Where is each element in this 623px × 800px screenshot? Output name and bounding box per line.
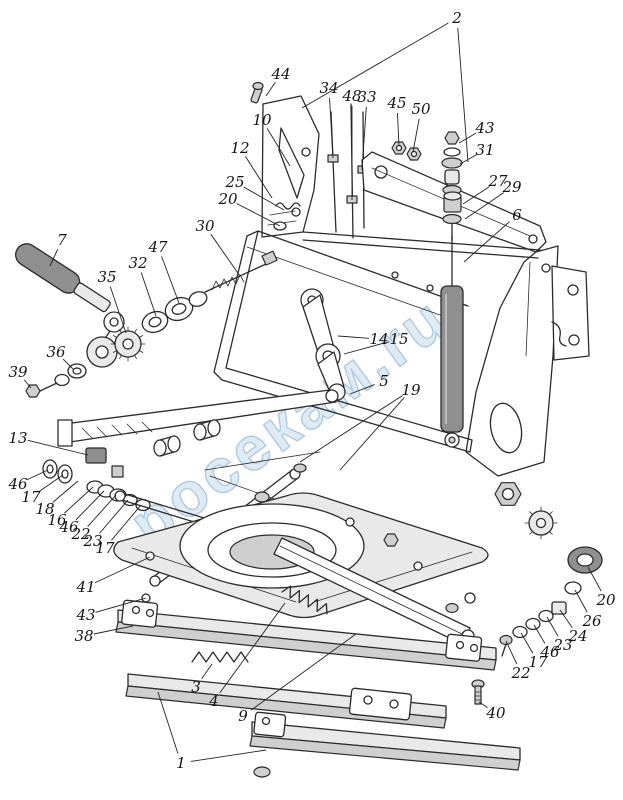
leader-line [219,602,286,694]
leader-line [505,640,518,665]
leader-line [546,616,559,637]
right-mount-bracket [551,265,590,361]
washer-36 [54,363,87,387]
leader-line [62,358,74,370]
sprocket [110,326,146,362]
leader-line [190,749,267,762]
adjust-handle [15,243,125,368]
leader-line [99,499,129,534]
leader-line [87,494,117,527]
leader-line [94,556,151,584]
leader-line [337,335,370,339]
leader-line [587,566,602,592]
shock-absorber [440,131,464,448]
leader-line [140,272,157,317]
center-linkage [300,288,346,401]
left-hardware-cluster [42,447,151,512]
leader-line [266,128,291,167]
leader-line [64,486,94,514]
right-hardware-cluster [445,482,603,657]
leader-line [458,132,477,144]
center-studs [327,103,369,239]
leader-line [111,504,142,541]
slide-rail-bottom [249,711,521,778]
leader-line [93,625,134,635]
leader-line [161,256,180,304]
leader-line [397,112,400,147]
coil-spring [281,585,328,615]
leader-line [23,379,32,389]
leader-line [459,154,477,165]
leader-line [343,341,390,355]
leader-line [157,691,179,754]
leader-line [301,22,449,109]
slide-rail-upper [115,599,497,671]
bolt-44 [250,81,264,104]
leader-line [457,27,469,163]
leader-line [26,469,49,481]
rack-teeth [191,651,249,663]
leader-line [38,474,64,492]
leader-lines [23,22,602,762]
leader-line [559,609,573,629]
leader-line [265,82,276,97]
leader-line [299,395,403,463]
leader-line [349,384,375,395]
leader-line [109,286,127,334]
right-side-plate [465,245,559,477]
leader-line [245,156,273,199]
leader-line [210,233,241,277]
leader-line [520,632,534,654]
bearings-32-47 [141,291,208,334]
upper-bracket-plate [261,95,320,238]
leader-line [329,97,334,159]
leader-line [361,106,367,171]
slide-rail-left-lower [125,673,447,729]
main-frame [213,230,541,453]
leader-line [533,624,546,644]
lever-arm [57,389,339,447]
leader-line [75,490,105,521]
leader-line [574,589,588,613]
adjuster-rod [204,250,278,293]
leader-line [463,221,510,263]
nuts-45-50 [391,141,422,161]
rollers [153,419,221,457]
leader-line [27,439,89,456]
leader-line [95,597,147,613]
leader-line [412,118,420,153]
leader-line [464,192,504,220]
bolt-39 [25,382,58,398]
leader-line [201,663,213,680]
leader-line [478,701,488,708]
leader-line [49,248,59,267]
leader-line [339,397,405,471]
leader-line [236,203,281,227]
leader-line [462,186,490,205]
bolt-40 [471,679,485,705]
leader-line [250,633,357,711]
leader-line [52,480,79,503]
leader-line [243,186,285,211]
